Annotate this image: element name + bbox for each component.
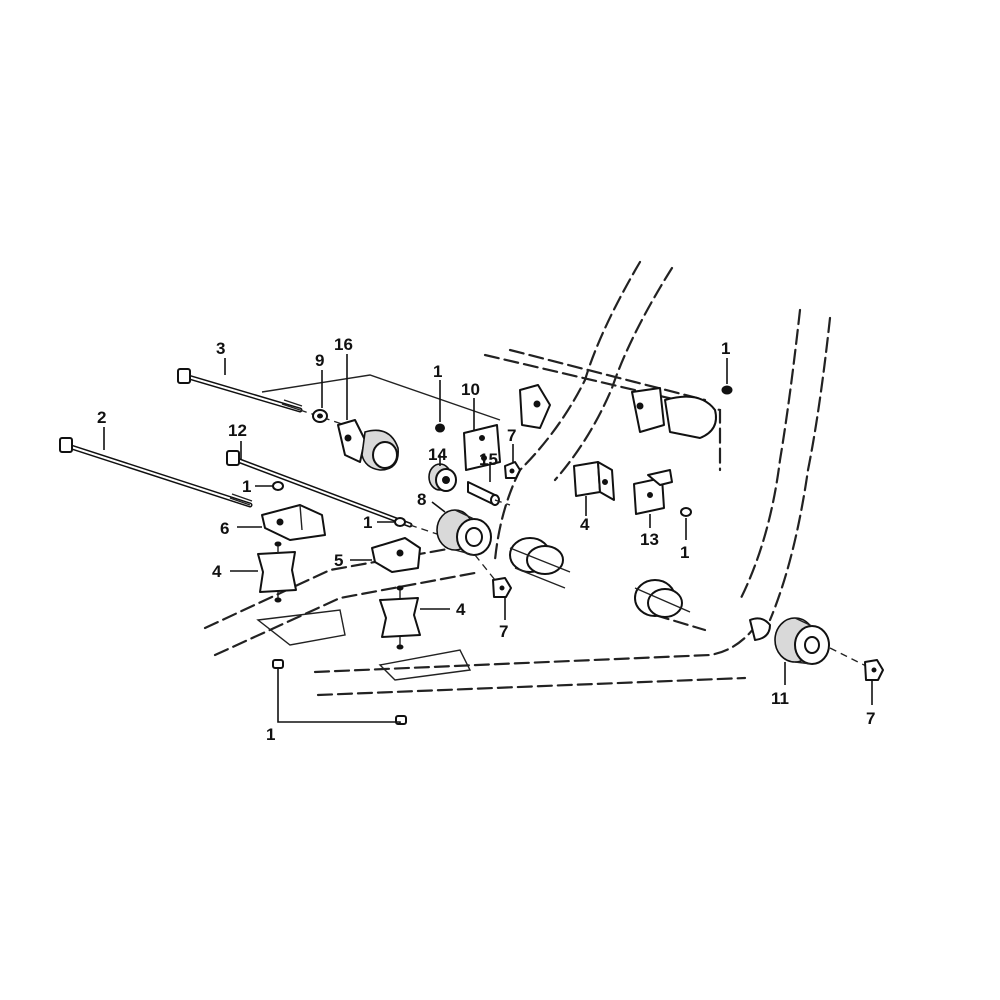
bushing-14 [428, 463, 457, 492]
callout-7-right: 7 [866, 709, 875, 728]
callout-7-top: 7 [507, 426, 516, 445]
bracket-6 [261, 504, 326, 541]
callout-1-bottom: 1 [266, 725, 275, 744]
bracket-bumper-16 [337, 419, 399, 471]
callout-1-top-right: 1 [721, 339, 730, 358]
rubber-mount-4-center [379, 585, 421, 650]
bushing-11 [749, 617, 871, 669]
callout-16: 16 [334, 335, 353, 354]
frame-bracket-top [519, 384, 717, 439]
callout-10: 10 [461, 380, 480, 399]
washer-1-top-right [721, 385, 733, 395]
bolt-long-middle [226, 450, 441, 536]
washer-1-mid [435, 423, 445, 433]
frame-sleeve-right [634, 579, 691, 618]
washer-1-left [272, 481, 284, 491]
frame-outline [203, 260, 832, 697]
callout-12: 12 [228, 421, 247, 440]
callout-1-center-washer: 1 [363, 513, 372, 532]
washer-1-bottom-left [272, 659, 284, 669]
washer-1-center [394, 517, 406, 527]
callout-1-mid: 1 [433, 362, 442, 381]
callout-15: 15 [479, 450, 498, 469]
bolt-long-lower [59, 437, 253, 508]
callout-14: 14 [428, 445, 447, 464]
washer-1-right [680, 507, 692, 517]
plate-13 [633, 469, 673, 515]
bolt-long-upper [177, 368, 346, 426]
spacer-15 [467, 481, 511, 506]
callout-1-right-bolt: 1 [680, 543, 689, 562]
frame-sleeve-left [509, 537, 571, 589]
callout-3: 3 [216, 339, 225, 358]
callouts: 1 3 9 16 1 10 7 2 12 14 15 1 8 1 6 4 13 … [97, 335, 875, 744]
nut-9 [312, 409, 328, 423]
nut-7-top [504, 461, 521, 479]
callout-4-right-mount: 4 [580, 515, 590, 534]
plate-10 [463, 424, 501, 471]
bushing-8 [436, 509, 492, 556]
callout-8: 8 [417, 490, 426, 509]
callout-13: 13 [640, 530, 659, 549]
callout-9: 9 [315, 351, 324, 370]
callout-4-center: 4 [456, 600, 466, 619]
nut-7-mid [474, 554, 512, 598]
bracket-5 [371, 537, 421, 573]
callout-2: 2 [97, 408, 106, 427]
mounting-plate [256, 374, 501, 681]
leader-lines [103, 354, 873, 724]
rubber-mount-4-left [257, 541, 297, 603]
callout-7-mid: 7 [499, 622, 508, 641]
rubber-mount-4-right [573, 461, 615, 501]
callout-5: 5 [334, 551, 343, 570]
callout-11: 11 [771, 689, 789, 708]
callout-4-left: 4 [212, 562, 222, 581]
callout-6: 6 [220, 519, 229, 538]
callout-1-left-washer: 1 [242, 477, 251, 496]
nut-7-right [864, 659, 884, 681]
